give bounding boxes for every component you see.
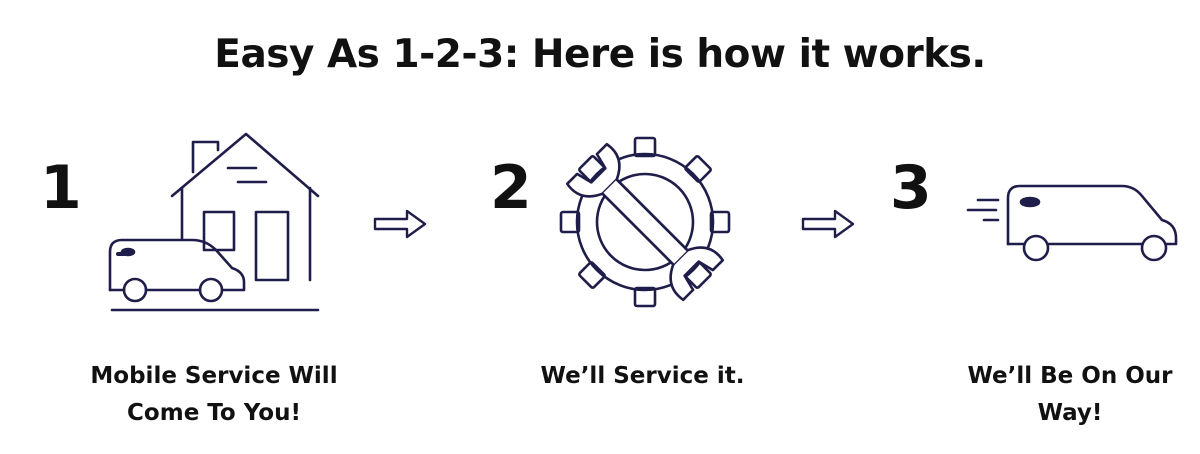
- step-2-caption: We’ll Service it.: [510, 358, 775, 395]
- gear-wrench-icon: [555, 132, 735, 312]
- arrow-right-icon: [372, 208, 428, 240]
- caption-line: Mobile Service Will: [90, 363, 338, 389]
- step-2-number: 2: [490, 153, 532, 223]
- caption-line: Way!: [1037, 400, 1103, 426]
- step-1-caption: Mobile Service Will Come To You!: [64, 358, 364, 432]
- caption-line: We’ll Be On Our: [967, 363, 1173, 389]
- step-1-number: 1: [40, 153, 82, 223]
- page-title: Easy As 1-2-3: Here is how it works.: [214, 32, 986, 77]
- caption-line: Come To You!: [127, 400, 301, 426]
- caption-line: We’ll Service it.: [540, 363, 745, 389]
- house-with-van-icon: [100, 130, 325, 320]
- step-3-caption: We’ll Be On Our Way!: [945, 358, 1195, 432]
- arrow-right-icon: [800, 208, 856, 240]
- moving-van-icon: [962, 182, 1182, 267]
- step-3-number: 3: [890, 153, 932, 223]
